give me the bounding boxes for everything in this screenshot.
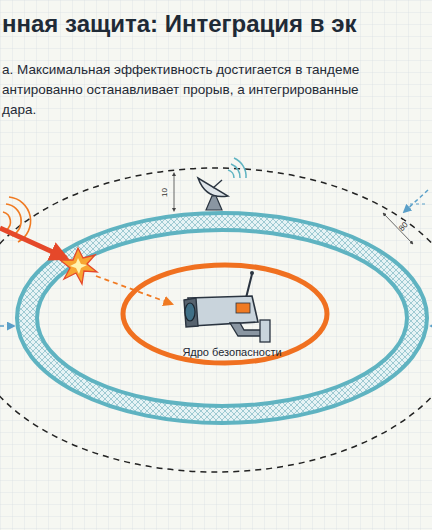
protective-band: [17, 213, 427, 423]
attack-arrow: [0, 228, 66, 258]
zone-label: Ядро безопасности: [182, 346, 281, 358]
core-zone: Ядро безопасности: [120, 262, 330, 366]
security-camera: [184, 271, 270, 342]
dimension-label: 10: [160, 188, 169, 197]
page-title: нная защита: Интеграция в эк: [2, 10, 356, 38]
outer-perimeter: [0, 168, 432, 472]
dimension-line: [174, 174, 175, 210]
core-ellipse: [123, 265, 327, 363]
satellite-dish: [198, 158, 246, 210]
sensor-arrow: [404, 190, 428, 212]
impact-core: [70, 258, 87, 274]
sensor-arrow: [0, 325, 14, 327]
subtitle-line: дара.: [2, 102, 36, 117]
impact-burst: [60, 248, 97, 284]
sensor-arrow: [431, 325, 432, 327]
dimension-line: [384, 214, 412, 243]
subtitle-line: антированно останавливает прорыв, а инте…: [2, 82, 359, 97]
subtitle-line: а. Максимальная эффективность достигаетс…: [2, 62, 359, 77]
sensor-arrow: [410, 203, 428, 204]
